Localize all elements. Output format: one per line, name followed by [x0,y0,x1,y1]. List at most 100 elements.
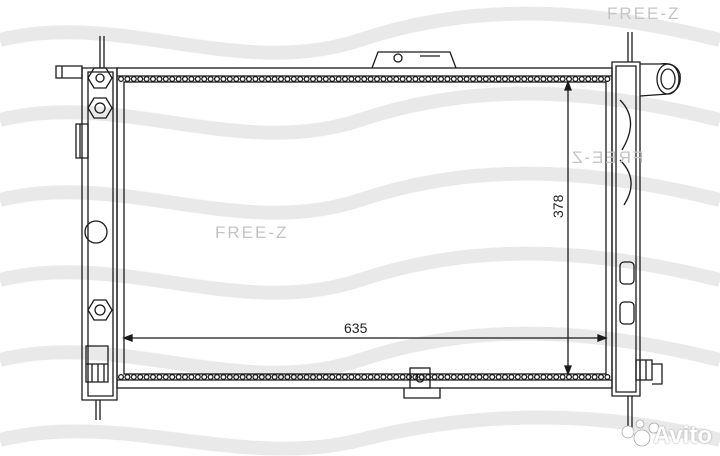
bead [380,373,387,381]
bead [437,75,445,83]
bead [425,75,432,83]
bead [501,373,509,381]
bead [271,75,278,83]
bottom-bead-row [117,373,611,381]
avito-badge-label: Avito [652,422,712,449]
bead [463,75,470,83]
bead [412,75,419,83]
bead [341,75,349,83]
bead [572,373,579,381]
bead [303,75,310,83]
bead [489,373,496,381]
bead [149,373,157,381]
bead [418,75,425,83]
bead [329,373,336,381]
avito-dots-icon [621,419,660,447]
bead [533,373,541,381]
bead [553,373,560,381]
avito-badge: Avito [653,422,712,450]
bead [361,373,368,381]
bead [175,75,182,83]
bead [284,373,291,381]
bead [572,75,579,83]
bead [495,373,502,381]
bead [514,373,521,381]
bead [501,75,509,83]
bead [117,75,125,83]
bead [245,373,253,381]
bead [303,373,310,381]
watermark-center: FREE-Z [215,223,289,242]
bead [130,373,137,381]
bead [316,373,323,381]
bead [463,373,470,381]
bead [239,373,246,381]
bead [335,373,342,381]
bead [252,75,259,83]
bead [373,75,381,83]
bead [553,75,560,83]
bead [444,373,451,381]
bead [149,75,157,83]
bead [527,75,534,83]
bead [450,373,457,381]
bead [335,75,342,83]
left-tank [55,36,118,420]
bead [297,75,304,83]
bead [245,75,253,83]
bead [169,373,176,381]
bead [130,75,137,83]
bead [367,75,374,83]
bead [450,75,457,83]
bead [137,75,144,83]
bead [169,75,176,83]
bead [591,75,598,83]
bead [508,75,515,83]
bead [578,75,585,83]
bead [156,75,163,83]
bead [124,75,131,83]
bead [265,373,272,381]
bead [175,373,182,381]
bead [521,75,528,83]
bead [469,75,477,83]
bead [457,373,464,381]
bead [348,75,355,83]
bead [316,75,323,83]
bead [361,75,368,83]
watermark-top: FREE-Z [607,4,681,23]
bead [521,373,528,381]
bead [399,75,406,83]
bottom-bracket [403,367,441,399]
bead [252,373,259,381]
bead [220,373,227,381]
bead [393,75,400,83]
bead [322,75,329,83]
bead [213,75,221,83]
bead [405,75,413,83]
bead [181,75,189,83]
height-dimension-label: 378 [550,194,566,218]
bead [367,373,374,381]
bead [527,373,534,381]
bead [162,75,169,83]
bead [290,373,297,381]
bead [271,373,278,381]
top-bracket [371,51,457,69]
bead [233,75,240,83]
bead [239,75,246,83]
bead [207,373,214,381]
bead [137,373,144,381]
bead [495,75,502,83]
bead [585,75,592,83]
bead [399,373,406,381]
bead [597,75,605,83]
bead [431,373,438,381]
bead [348,373,355,381]
bead [482,373,489,381]
bead [540,373,547,381]
bead [226,373,233,381]
background-waves [0,6,720,456]
